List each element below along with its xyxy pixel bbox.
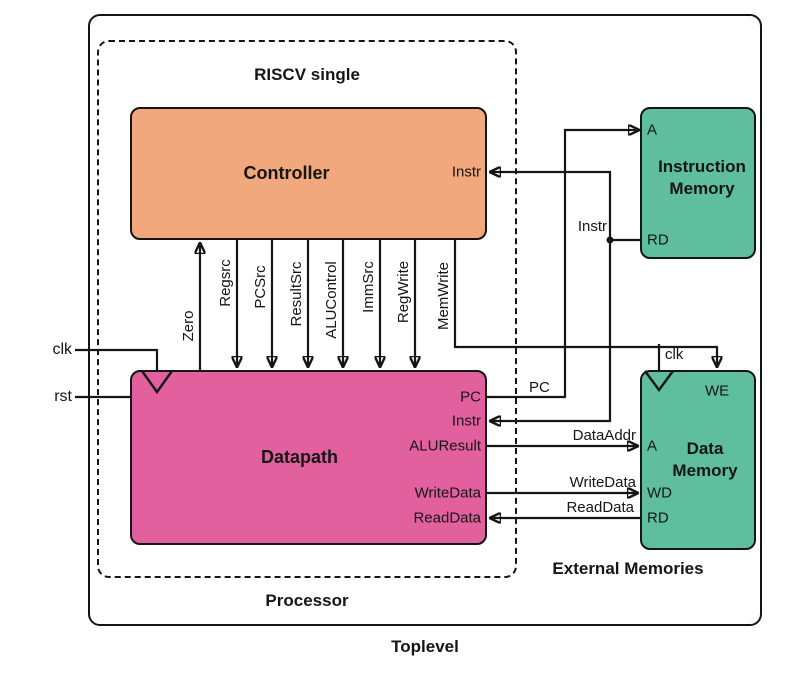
toplevel-label: Toplevel xyxy=(391,637,459,656)
datapath-block: Datapath PC Instr ALUResult WriteData Re… xyxy=(130,370,487,545)
external-memories-label: External Memories xyxy=(552,559,704,578)
datapath-port-readdata: ReadData xyxy=(413,509,481,527)
datapath-port-writedata: WriteData xyxy=(414,484,481,502)
datapath-title: Datapath xyxy=(260,446,338,467)
riscv-single-heading: RISCV single xyxy=(254,65,360,84)
instruction-memory-port-a: A xyxy=(647,121,658,139)
controller-port-instr: Instr xyxy=(451,163,481,181)
data-memory-port-rd: RD xyxy=(647,509,669,527)
data-memory-title: Data Memory xyxy=(672,438,738,480)
data-memory-port-we: WE xyxy=(705,382,730,400)
datapath-port-aluresult: ALUResult xyxy=(409,437,481,455)
instruction-memory-block: Instruction Memory A RD xyxy=(640,107,756,259)
instruction-memory-title: Instruction Memory xyxy=(658,156,746,198)
controller-block: Controller Instr xyxy=(130,107,487,240)
data-memory-block: Data Memory WE A WD RD xyxy=(640,370,756,550)
toplevel-boundary xyxy=(88,14,762,626)
instruction-memory-port-rd: RD xyxy=(647,231,669,249)
controller-title: Controller xyxy=(243,162,330,183)
rst-input-label: rst xyxy=(54,388,72,405)
datapath-port-instr: Instr xyxy=(451,412,481,430)
datapath-port-pc: PC xyxy=(460,388,481,406)
data-memory-port-wd: WD xyxy=(647,484,672,502)
data-memory-port-a: A xyxy=(647,437,658,455)
processor-label: Processor xyxy=(265,591,349,610)
clk-input-label: clk xyxy=(52,341,72,358)
